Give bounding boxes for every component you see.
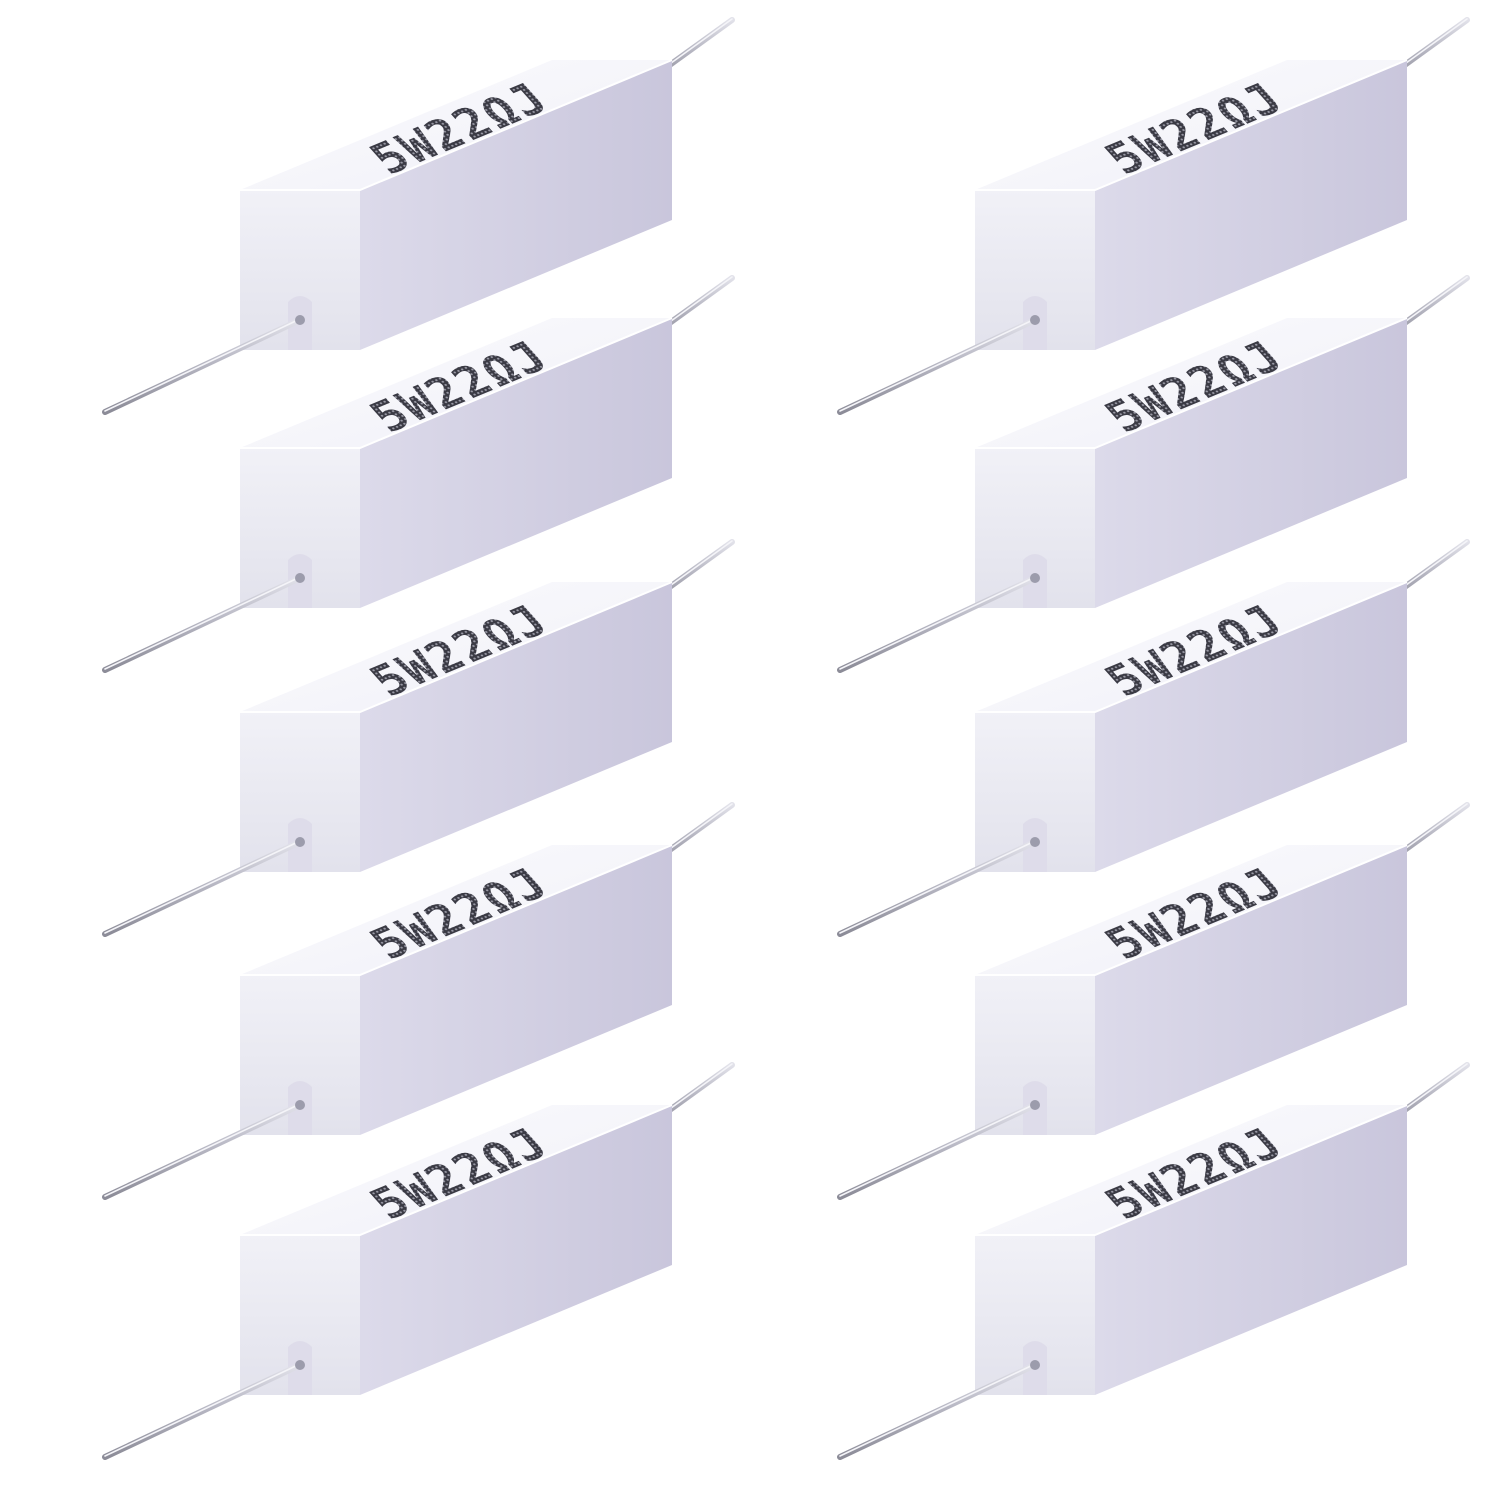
resistor-top-face [975,1105,1407,1235]
front-lead-highlight [839,318,1036,412]
resistor-right-1: 5W22ΩJ [837,17,1470,415]
front-lead-wire [102,1102,303,1200]
front-lead-highlight [104,1363,301,1457]
resistor-top-face [975,318,1407,448]
front-lead-highlight [839,576,1036,670]
resistor-left-3: 5W22ΩJ [102,539,735,937]
resistor-right-5: 5W22ΩJ [837,1062,1470,1460]
resistor-top-face [240,582,672,712]
lead-exit-point [295,837,305,847]
lead-exit-point [1030,1100,1040,1110]
front-lead-wire [102,575,303,673]
front-lead-wire [102,1362,303,1460]
resistor-right-3: 5W22ΩJ [837,539,1470,937]
lead-exit-point [1030,1360,1040,1370]
front-lead-wire [837,1102,1038,1200]
front-lead-wire [102,317,303,415]
resistor-left-2: 5W22ΩJ [102,275,735,673]
front-lead-highlight [104,318,301,412]
resistor-edge-highlight [975,581,1408,713]
front-lead-wire [837,1362,1038,1460]
resistor-edge-highlight [975,1104,1408,1236]
front-lead-highlight [839,1363,1036,1457]
lead-exit-point [295,315,305,325]
resistor-edge-highlight [240,59,673,191]
front-lead-highlight [104,1103,301,1197]
lead-exit-point [1030,837,1040,847]
front-lead-highlight [839,840,1036,934]
resistor-edge-highlight [975,59,1408,191]
resistor-side-face [360,60,672,350]
resistor-left-5: 5W22ΩJ [102,1062,735,1460]
resistor-edge-highlight [975,844,1408,976]
lead-exit-point [295,1100,305,1110]
lead-exit-point [295,1360,305,1370]
resistor-side-face [360,582,672,872]
resistor-side-face [1095,318,1407,608]
resistor-edge-highlight [240,581,673,713]
front-lead-highlight [104,576,301,670]
resistor-top-face [240,60,672,190]
front-lead-wire [837,575,1038,673]
resistor-left-4: 5W22ΩJ [102,802,735,1200]
lead-exit-point [1030,573,1040,583]
resistor-top-face [975,582,1407,712]
resistor-right-2: 5W22ΩJ [837,275,1470,673]
front-lead-wire [837,839,1038,937]
resistor-edge-highlight [975,317,1408,449]
resistor-side-face [360,318,672,608]
front-lead-wire [102,839,303,937]
resistor-right-4: 5W22ΩJ [837,802,1470,1200]
resistor-edge-highlight [240,844,673,976]
resistor-edge-highlight [240,317,673,449]
resistor-top-face [240,845,672,975]
front-lead-highlight [839,1103,1036,1197]
front-lead-wire [837,317,1038,415]
resistor-side-face [1095,582,1407,872]
lead-exit-point [1030,315,1040,325]
resistor-top-face [975,60,1407,190]
resistor-side-face [1095,845,1407,1135]
resistor-side-face [360,1105,672,1395]
lead-exit-point [295,573,305,583]
resistor-side-face [360,845,672,1135]
front-lead-highlight [104,840,301,934]
resistor-top-face [240,1105,672,1235]
resistor-side-face [1095,60,1407,350]
resistor-top-face [240,318,672,448]
resistor-edge-highlight [240,1104,673,1236]
resistor-top-face [975,845,1407,975]
resistor-side-face [1095,1105,1407,1395]
